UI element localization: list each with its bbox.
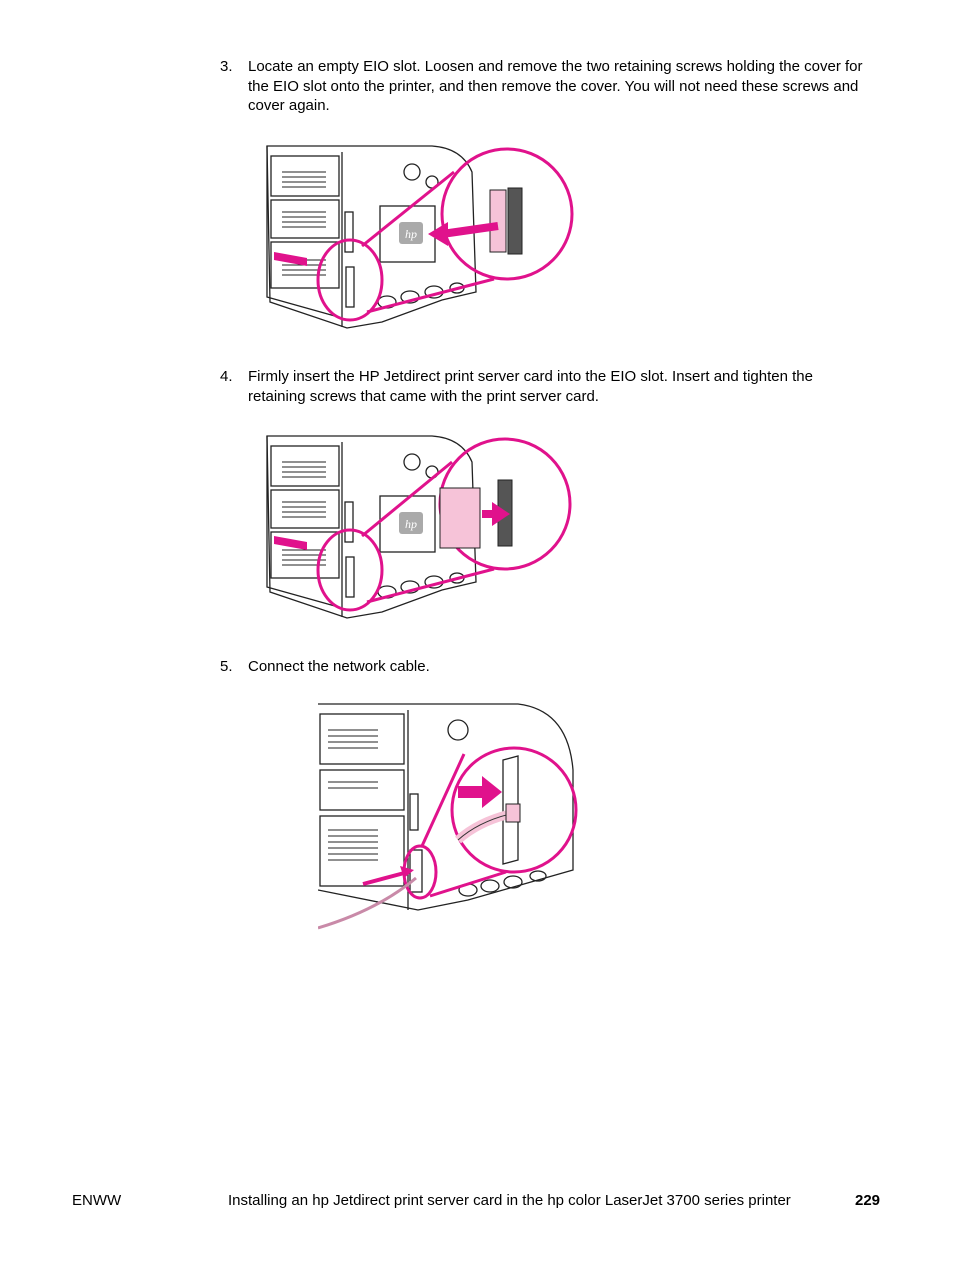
page-number: 229 [855,1192,881,1209]
step-number: 3. [220,58,233,75]
step-number: 4. [220,368,233,385]
step-number: 5. [220,658,233,675]
step-text: Locate an empty EIO slot. Loosen and rem… [248,58,863,114]
printer-insert-card-illustration: hp [266,435,572,619]
printer-connect-cable-illustration [318,703,578,930]
svg-text:hp: hp [405,227,417,241]
svg-text:hp: hp [405,517,417,531]
footer-title: Installing an hp Jetdirect print server … [228,1192,791,1209]
step-text: Connect the network cable. [248,658,430,675]
step-text: Firmly insert the HP Jetdirect print ser… [248,368,813,405]
footer-left: ENWW [72,1192,122,1209]
printer-remove-cover-illustration: hp [266,145,574,329]
